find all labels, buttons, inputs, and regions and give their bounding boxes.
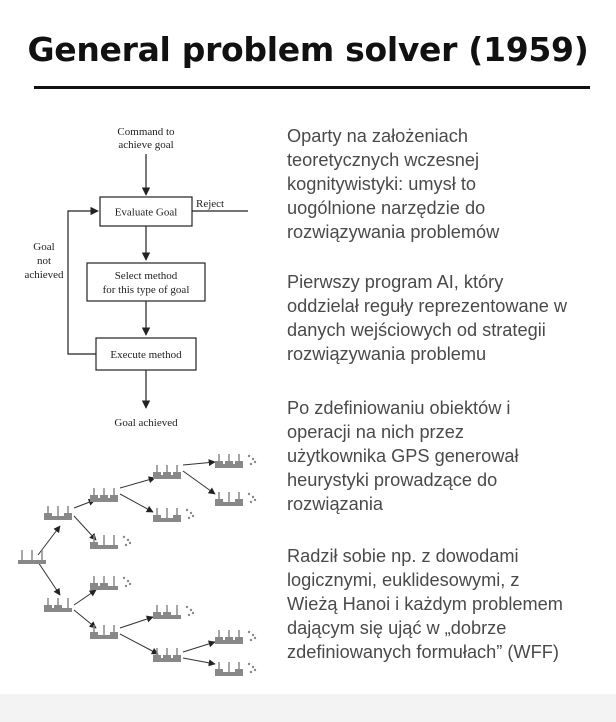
hanoi-edge-arrow [182, 657, 216, 667]
hanoi-state-node [153, 465, 181, 479]
hanoi-state-node [215, 630, 257, 644]
paragraph-first-ai-program: Pierwszy program AI, który oddzielał reg… [287, 272, 568, 364]
hanoi-edge-arrow [119, 493, 154, 513]
hanoi-edge-arrow [37, 561, 61, 596]
slide-title: General problem solver (1959) [27, 30, 589, 69]
hanoi-state-node [215, 662, 257, 676]
command-label-line1: Command to [117, 126, 175, 138]
hanoi-search-tree [18, 454, 257, 676]
hanoi-state-node [90, 535, 132, 549]
hanoi-edge-arrow [73, 589, 97, 606]
hanoi-state-node [153, 605, 195, 619]
not-achieved-label-line3: achieved [24, 269, 64, 281]
hanoi-state-node [18, 550, 46, 564]
goal-achieved-label: Goal achieved [114, 417, 178, 429]
hanoi-edge-arrow [182, 470, 216, 495]
paragraph-applications: Radził sobie np. z dowodami logicznymi, … [287, 546, 563, 662]
hanoi-state-node [90, 576, 132, 590]
bottom-bar [0, 694, 616, 722]
hanoi-edge-arrow [182, 640, 216, 653]
paragraph-cognitive-science: Oparty na założeniach teoretycznych wcze… [287, 126, 500, 242]
hanoi-state-node [153, 648, 181, 662]
evaluate-goal-label: Evaluate Goal [115, 207, 178, 219]
select-method-label-line2: for this type of goal [103, 284, 190, 296]
hanoi-edge-arrow [119, 476, 156, 489]
hanoi-edge-arrow [182, 459, 216, 467]
hanoi-state-node [215, 454, 257, 468]
not-achieved-label-line2: not [37, 255, 51, 267]
goal-not-achieved-loop [67, 206, 99, 355]
hanoi-edge-arrow [73, 609, 97, 629]
hanoi-edge-arrow [73, 515, 97, 541]
paragraph-heuristics: Po zdefiniowaniu obiektów i operacji na … [287, 398, 519, 514]
command-label-line2: achieve goal [118, 139, 173, 151]
not-achieved-label-line1: Goal [33, 241, 54, 253]
select-method-label-line1: Select method [115, 270, 178, 282]
hanoi-edge-arrow [119, 615, 154, 629]
hanoi-state-node [44, 506, 72, 520]
hanoi-state-node [215, 492, 257, 506]
title-underline [34, 86, 590, 89]
hanoi-state-node [90, 625, 118, 639]
hanoi-state-node [90, 488, 118, 502]
reject-label: Reject [196, 198, 224, 210]
hanoi-edge-arrow [119, 633, 159, 655]
execute-method-label: Execute method [110, 349, 182, 361]
hanoi-state-node [153, 508, 195, 522]
hanoi-state-node [44, 598, 72, 612]
